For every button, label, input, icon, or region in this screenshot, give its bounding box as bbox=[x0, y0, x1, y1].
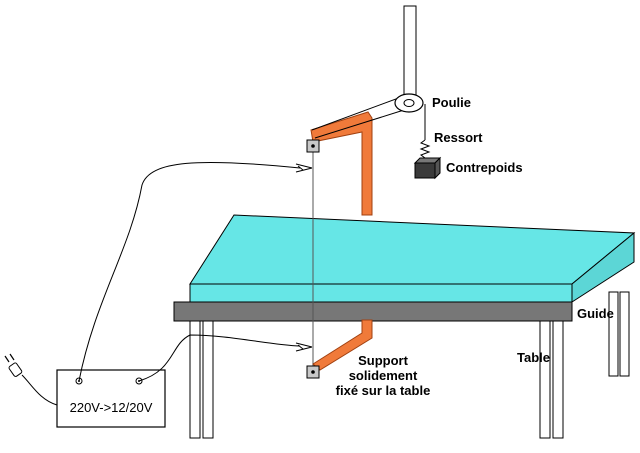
table-legs bbox=[189, 291, 630, 439]
transformer-box bbox=[56, 369, 166, 428]
pulley-cable bbox=[311, 95, 426, 140]
clamp-icon-lower bbox=[306, 365, 320, 379]
table-top bbox=[189, 214, 636, 303]
support-label-line1: Support bbox=[358, 353, 408, 368]
plug-icon bbox=[4, 353, 23, 377]
wire-cutter-icon bbox=[295, 163, 313, 352]
spring-label: Ressort bbox=[434, 130, 483, 145]
table-label: Table bbox=[517, 350, 550, 365]
guide-label: Guide bbox=[577, 306, 614, 321]
guide-bar bbox=[173, 301, 573, 322]
upper-support-arm bbox=[310, 111, 373, 216]
spring-icon bbox=[419, 139, 431, 159]
power-wires bbox=[21, 161, 301, 406]
lower-support-arm bbox=[312, 319, 373, 371]
pulley-label: Poulie bbox=[432, 95, 472, 110]
transformer-label: 220V->12/20V bbox=[69, 400, 153, 415]
counterweight-label: Contrepoids bbox=[446, 160, 523, 175]
counterweight-icon bbox=[413, 156, 442, 180]
support-label-line3: fixé sur la table bbox=[335, 383, 431, 398]
support-label: Support solidement fixé sur la table bbox=[318, 353, 448, 398]
support-label-line2: solidement bbox=[348, 368, 418, 383]
clamp-icon bbox=[306, 139, 320, 153]
pulley-icon bbox=[394, 93, 424, 113]
